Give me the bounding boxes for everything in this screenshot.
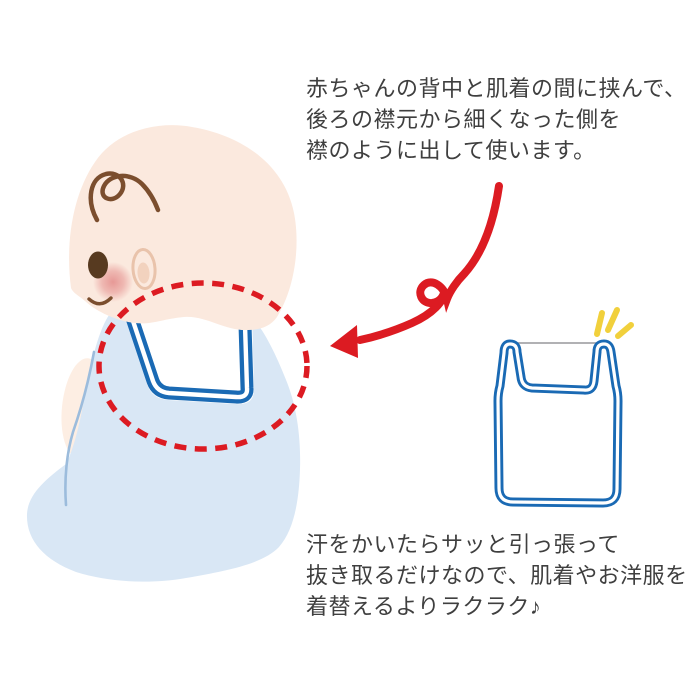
- instruction-line-2: 後ろの襟元から細くなった側を: [306, 107, 622, 132]
- sparkle-icon: [594, 307, 634, 339]
- body-crease-line: [64, 350, 96, 507]
- arrow-head: [330, 325, 358, 358]
- baby-eye: [88, 251, 108, 279]
- benefit-line-1: 汗をかいたらサッと引っ張って: [306, 532, 620, 557]
- baby-mouth: [87, 296, 113, 306]
- instruction-line-3: 襟のように出して使います。: [306, 138, 596, 163]
- curved-arrow-icon: [330, 182, 503, 358]
- hair-curl: [88, 171, 161, 223]
- benefit-text: 汗をかいたらサッと引っ張って 抜き取るだけなので、肌着やお洋服を 着替えるよりラ…: [306, 529, 688, 622]
- usage-instruction-text: 赤ちゃんの背中と肌着の間に挟んで、 後ろの襟元から細くなった側を 襟のように出し…: [306, 73, 687, 166]
- red-dashed-ellipse-icon: [96, 280, 310, 452]
- pad-outline-white-stripe: [496, 342, 620, 505]
- instruction-line-1: 赤ちゃんの背中と肌着の間に挟んで、: [306, 76, 687, 101]
- baby-ear: [131, 248, 157, 290]
- pad-border-white-stripe: [129, 317, 250, 400]
- sweat-pad-icon: [493, 339, 623, 508]
- pad-outline-blue: [493, 339, 623, 508]
- benefit-line-3: 着替えるよりラクラク♪: [306, 594, 542, 619]
- baby-illustration: [26, 125, 301, 582]
- benefit-line-2: 抜き取るだけなので、肌着やお洋服を: [306, 563, 688, 588]
